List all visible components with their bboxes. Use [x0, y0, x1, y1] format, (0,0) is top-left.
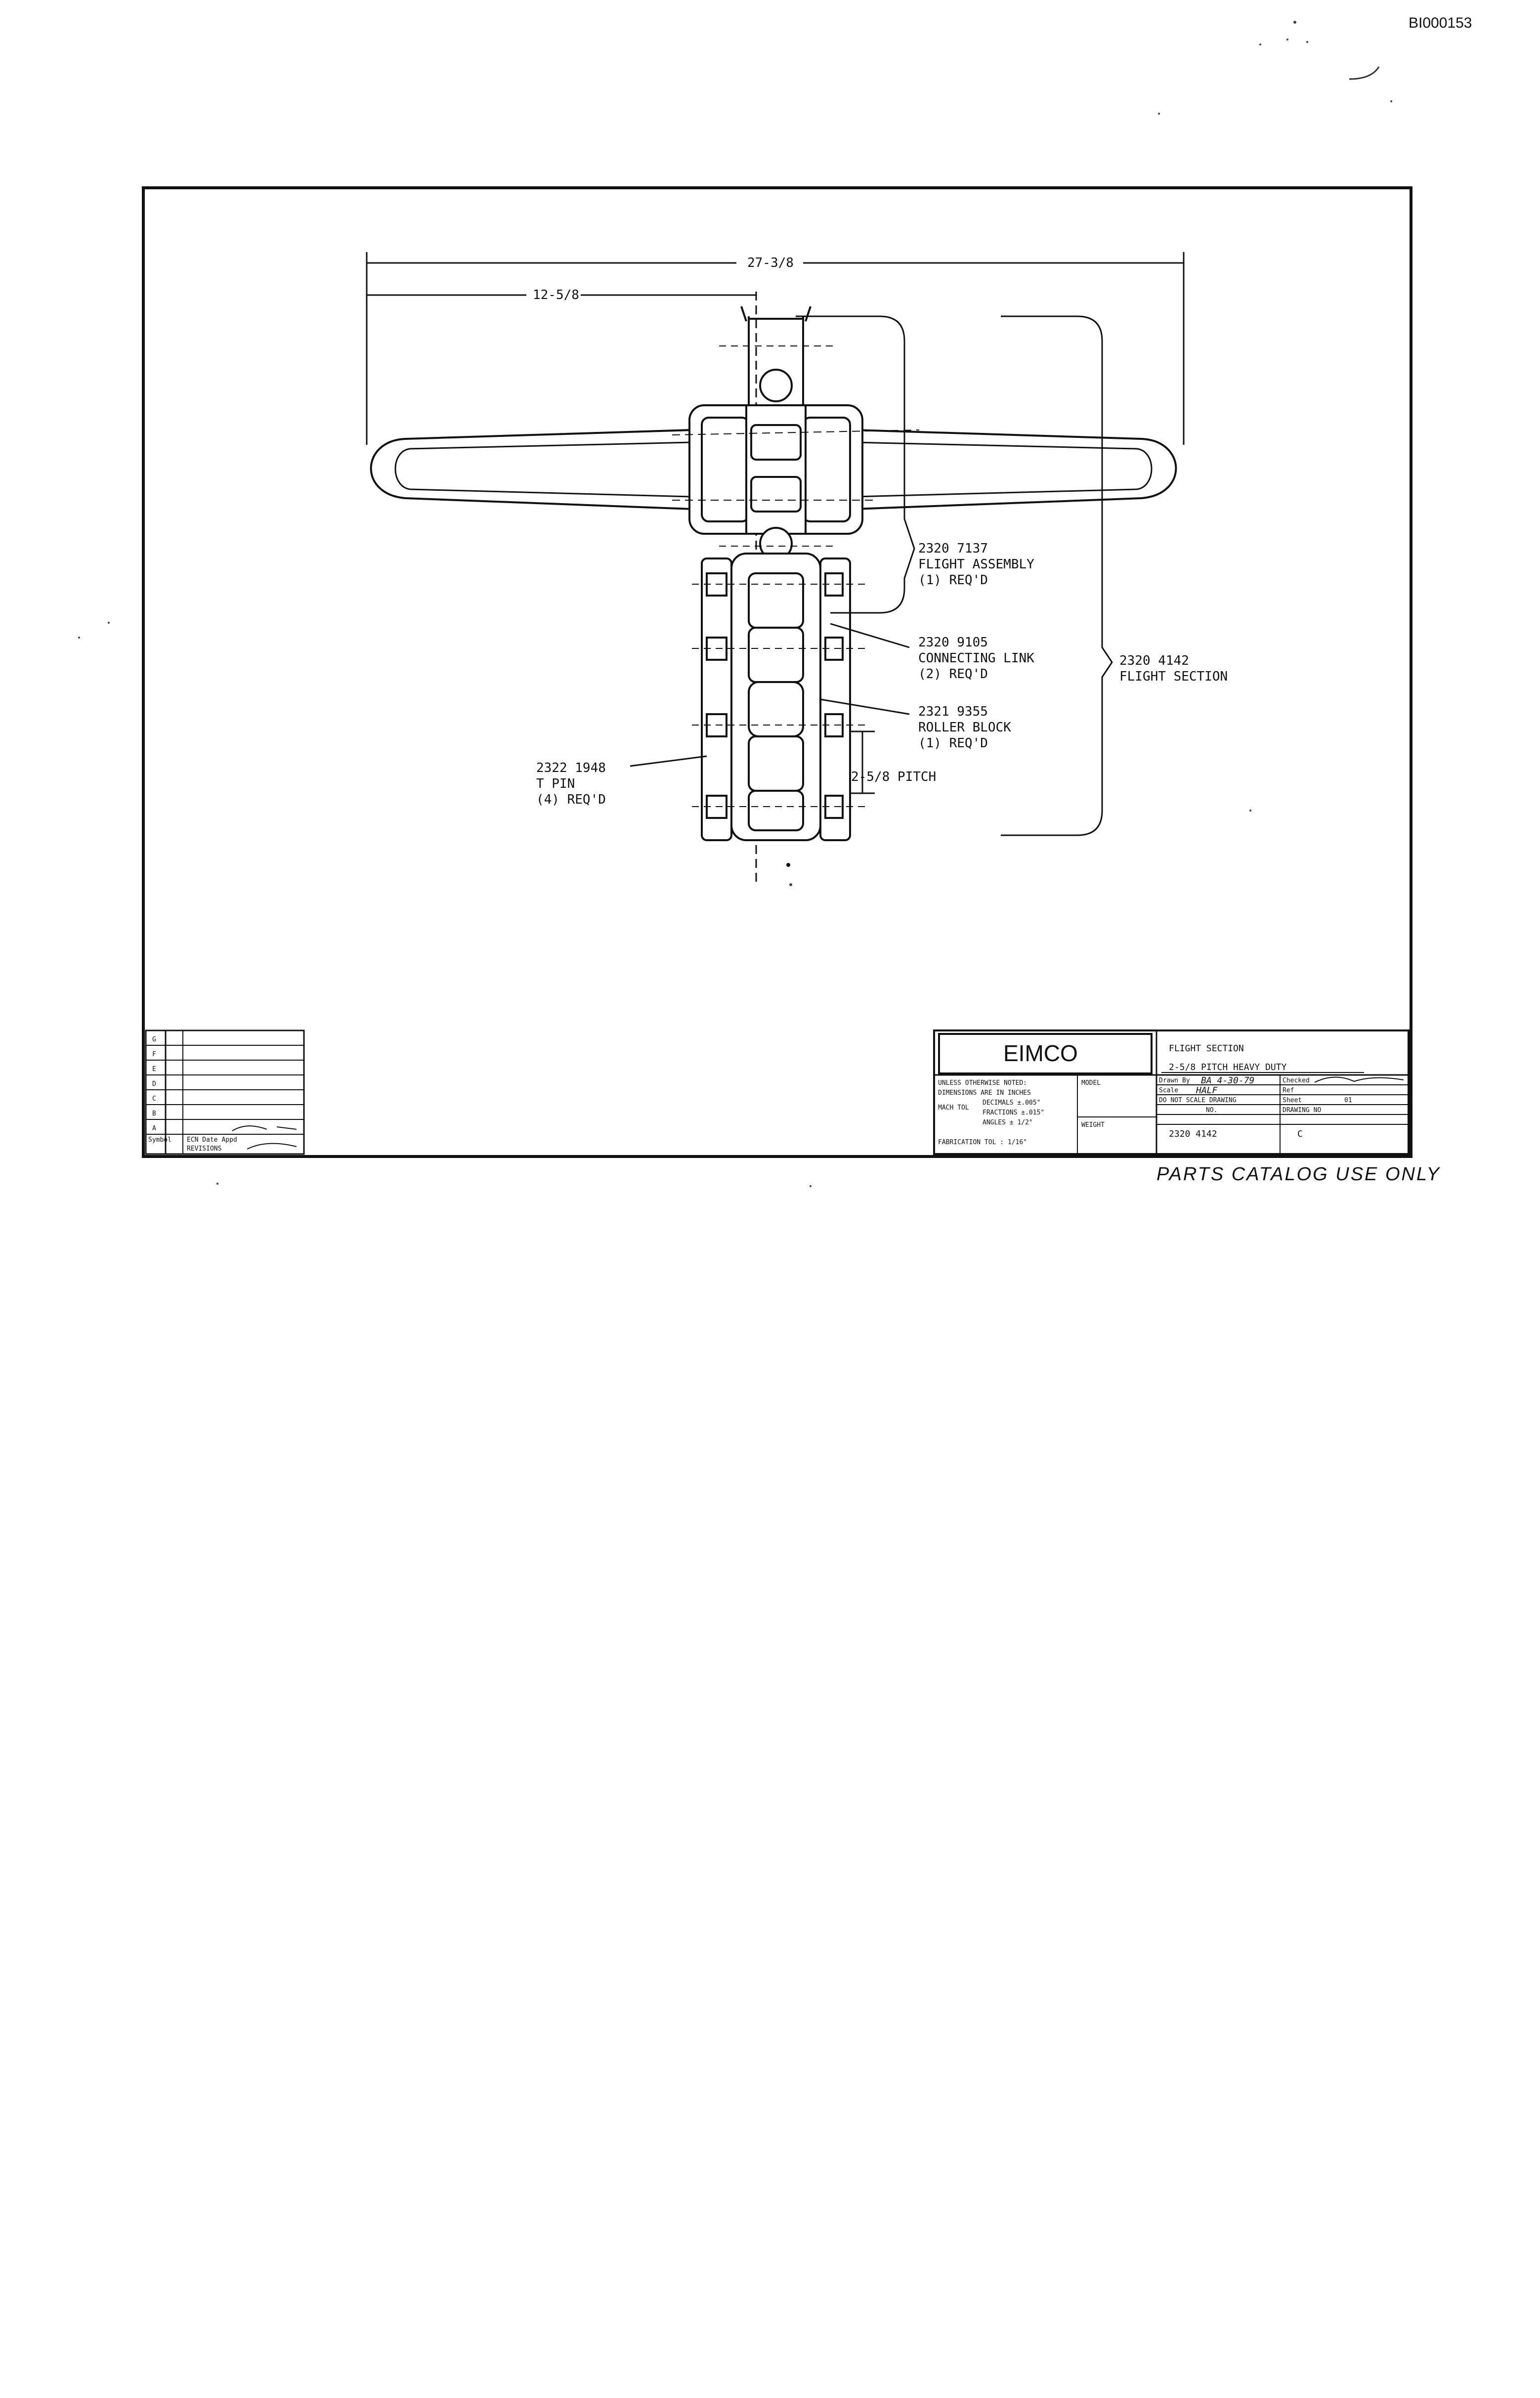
connecting-link-name: CONNECTING LINK: [918, 651, 1034, 666]
left-flight-arm: [370, 428, 693, 511]
roller-block-qty: (1) REQ'D: [918, 736, 988, 751]
weight-label: WEIGHT: [1081, 1121, 1105, 1129]
leader-lines: [630, 315, 1113, 836]
revisions-label: REVISIONS: [187, 1145, 221, 1153]
checked-signature: [1314, 1076, 1404, 1083]
tolerance-notes: UNLESS OTHERWISE NOTED: DIMENSIONS ARE I…: [938, 1079, 1105, 1146]
notes-dimensions: DIMENSIONS ARE IN INCHES: [938, 1089, 1031, 1097]
scale-value: HALF: [1196, 1085, 1218, 1096]
notes-header: UNLESS OTHERWISE NOTED:: [938, 1079, 1027, 1087]
document-id: BI000153: [1409, 15, 1472, 31]
revision-symbol-label: Symbol: [148, 1136, 171, 1144]
roller-block-number: 2321 9355: [918, 704, 988, 719]
t-pin-number: 2322 1948: [536, 761, 606, 775]
title-block: [933, 1029, 1410, 1155]
revision-block: [145, 1029, 305, 1155]
connecting-link-number: 2320 9105: [918, 635, 988, 650]
company-logo: EIMCO: [1003, 1040, 1078, 1066]
right-flight-arm: [854, 428, 1177, 511]
fractions-tol: FRACTIONS ±.015": [983, 1109, 1044, 1116]
parts-catalog-note: PARTS CATALOG USE ONLY: [1156, 1164, 1441, 1185]
sheet-value: 01: [1344, 1097, 1352, 1104]
scan-specks: [78, 21, 1392, 1187]
drawing-number-value: C: [1297, 1129, 1303, 1139]
drawing-title-line2: 2-5/8 PITCH HEAVY DUTY: [1169, 1062, 1287, 1072]
flight-section-name: FLIGHT SECTION: [1119, 669, 1228, 684]
flight-hub: [672, 404, 920, 535]
revision-ecn-label: ECN Date Appd: [187, 1136, 237, 1144]
title-block-fields: Drawn By BA 4-30-79 Checked Scale HALF R…: [1159, 1075, 1404, 1139]
revision-letter-c: C: [152, 1095, 156, 1103]
top-link: [719, 306, 835, 560]
callout-roller-block: 2321 9355 ROLLER BLOCK (1) REQ'D: [918, 704, 1011, 751]
chain-end-mark: [786, 863, 790, 867]
chain-links: [692, 553, 865, 841]
do-not-scale-note: DO NOT SCALE DRAWING: [1159, 1097, 1237, 1104]
callout-connecting-link: 2320 9105 CONNECTING LINK (2) REQ'D: [918, 635, 1034, 682]
sheet-label: Sheet: [1283, 1097, 1302, 1104]
ref-label: Ref: [1283, 1087, 1294, 1094]
t-pin-qty: (4) REQ'D: [536, 792, 606, 807]
half-width-dimension: 12-5/8: [533, 288, 579, 302]
angles-tol: ANGLES ± 1/2°: [983, 1119, 1033, 1126]
drawn-by-value: BA 4-30-79: [1201, 1075, 1254, 1086]
revision-letter-b: B: [152, 1110, 156, 1117]
callout-flight-assembly: 2320 7137 FLIGHT ASSEMBLY (1) REQ'D: [918, 541, 1034, 588]
revision-letters: G F E D C B A Symbol ECN Date Appd REVIS…: [148, 1036, 237, 1153]
decimals-tol: DECIMALS ±.005": [983, 1099, 1040, 1107]
callout-t-pin: 2322 1948 T PIN (4) REQ'D: [536, 761, 606, 807]
drawing-title-line1: FLIGHT SECTION: [1169, 1043, 1244, 1054]
scale-label: Scale: [1159, 1087, 1178, 1094]
drawn-by-label: Drawn By: [1159, 1077, 1190, 1084]
connecting-link-qty: (2) REQ'D: [918, 667, 988, 682]
pitch-dimension: 2-5/8 PITCH: [851, 770, 936, 784]
fabrication-tol: FABRICATION TOL : 1/16": [938, 1139, 1027, 1146]
t-pin-name: T PIN: [536, 776, 575, 791]
mach-tol-label: MACH TOL: [938, 1104, 969, 1112]
part-no-label: NO.: [1206, 1107, 1217, 1114]
revision-letter-d: D: [152, 1080, 156, 1088]
drawing-no-label: DRAWING NO: [1283, 1107, 1321, 1114]
flight-assembly-name: FLIGHT ASSEMBLY: [918, 557, 1034, 572]
drawing-border: [142, 186, 1412, 1158]
flight-assembly-number: 2320 7137: [918, 541, 988, 556]
flight-assembly-qty: (1) REQ'D: [918, 573, 988, 588]
roller-block-name: ROLLER BLOCK: [918, 720, 1011, 735]
scan-mark: [1349, 66, 1380, 80]
checked-label: Checked: [1283, 1077, 1310, 1084]
part-number-value: 2320 4142: [1169, 1129, 1217, 1139]
callout-flight-section: 2320 4142 FLIGHT SECTION: [1119, 653, 1228, 684]
flight-arms: [370, 428, 1177, 511]
flight-section-number: 2320 4142: [1119, 653, 1189, 668]
revision-letter-a: A: [152, 1125, 156, 1132]
revision-letter-g: G: [152, 1036, 156, 1043]
revision-letter-f: F: [152, 1051, 156, 1058]
overall-width-dimension: 27-3/8: [747, 256, 794, 270]
model-label: MODEL: [1081, 1079, 1101, 1087]
revision-letter-e: E: [152, 1066, 156, 1073]
